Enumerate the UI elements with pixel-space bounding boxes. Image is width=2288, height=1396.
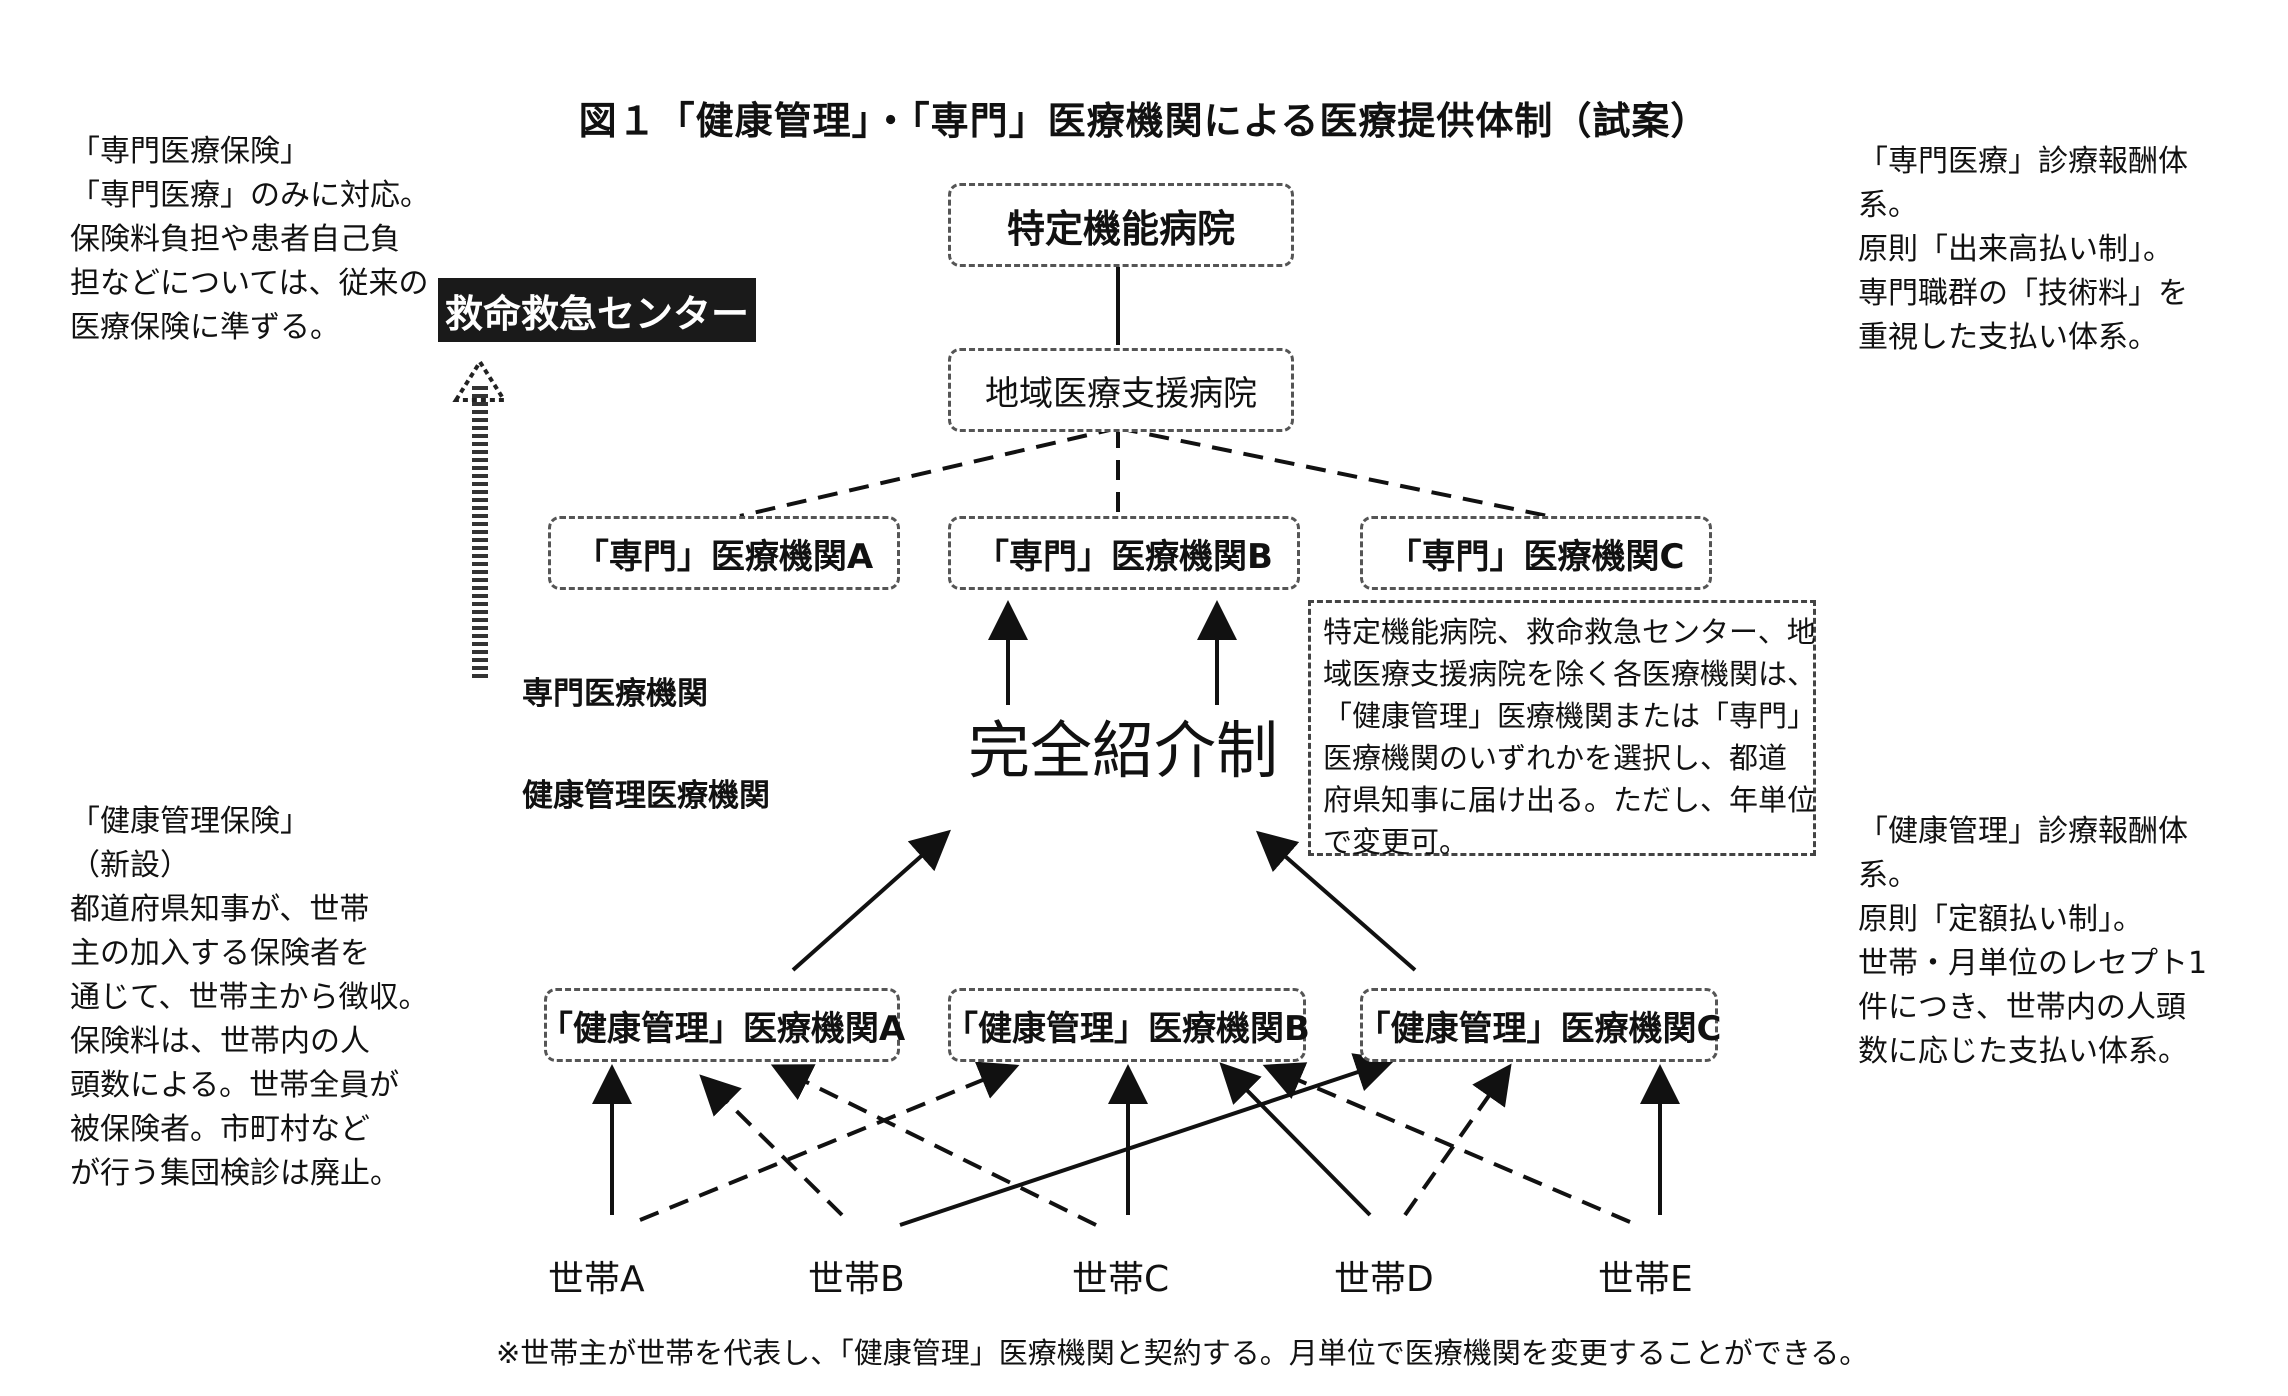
health-box-b: 「健康管理」医療機関B (944, 988, 1310, 1062)
arrow-hh-b-to-health-a-dashed (699, 1074, 844, 1217)
household-c: 世帯C (1072, 1259, 1170, 1300)
household-b: 世帯B (808, 1259, 905, 1300)
chiiki-hospital-box: 地域医療支援病院 (948, 348, 1294, 432)
arrow-hh-b-to-health-c (899, 1053, 1396, 1227)
emergency-center-box: 救命救急センター (438, 278, 756, 342)
specialist-box-b: 「専門」医療機関B (948, 516, 1300, 590)
arrow-health-a-to-referral (791, 829, 951, 972)
arrow-hh-d-to-health-b (1219, 1062, 1372, 1217)
tokutei-hospital-box: 特定機能病院 (948, 183, 1294, 267)
note-institution-choice: 特定機能病院、救命救急センター、地 域医療支援病院を除く各医療機関は、 「健康管… (1308, 600, 1816, 859)
label-complete-referral: 完全紹介制 (968, 714, 1279, 787)
arrow-hh-e-to-health-b-dashed (1262, 1062, 1631, 1224)
line-chiiki-specialist-a (739, 426, 1119, 518)
label-health-institutions: 健康管理医療機関 (522, 778, 770, 814)
household-a: 世帯A (548, 1259, 645, 1300)
specialist-box-c: 「専門」医療機関C (1360, 516, 1712, 590)
note-specialist-fee-system: 「専門医療」診療報酬体 系。 原則「出来高払い制」。 専門職群の「技術料」を 重… (1858, 144, 2188, 355)
arrow-hh-d-to-health-c-dashed (1403, 1063, 1512, 1217)
line-chiiki-specialist-c (1117, 426, 1549, 518)
arrow-health-c-to-referral (1255, 830, 1417, 972)
household-d: 世帯D (1334, 1259, 1434, 1300)
arrow-hh-c-to-health-a-dashed (770, 1064, 1097, 1227)
label-specialist-institutions: 専門医療機関 (522, 676, 708, 712)
note-health-insurance: 「健康管理保険」 （新設） 都道府県知事が、世帯 主の加入する保険者を 通じて、… (70, 804, 429, 1191)
footer-note: ※世帯主が世帯を代表し、「健康管理」医療機関と契約する。月単位で医療機関を変更す… (496, 1336, 1869, 1370)
note-health-fee-system: 「健康管理」診療報酬体 系。 原則「定額払い制」。 世帯・月単位のレセプト1 件… (1858, 814, 2208, 1069)
diagram-title: 図１「健康管理」・「専門」医療機関による医療提供体制（試案） (578, 99, 1710, 143)
health-box-c: 「健康管理」医療機関C (1357, 988, 1721, 1062)
health-box-a: 「健康管理」医療機関A (539, 988, 905, 1062)
specialist-box-a: 「専門」医療機関A (548, 516, 900, 590)
arrow-hh-a-to-health-b-dashed (639, 1061, 1020, 1222)
note-specialist-insurance: 「専門医療保険」 「専門医療」のみに対応。 保険料負担や患者自己負 担などについ… (70, 134, 430, 345)
arrow-head-emergency (452, 358, 508, 402)
household-e: 世帯E (1598, 1259, 1693, 1300)
